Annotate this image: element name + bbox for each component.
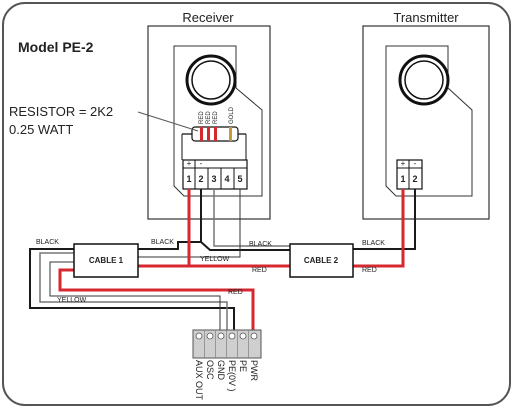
resistor-band-label-3: RED bbox=[213, 111, 219, 124]
receiver-sign-minus: - bbox=[200, 159, 203, 168]
transmitter-label: Transmitter bbox=[393, 10, 459, 25]
resistor-band-2 bbox=[207, 127, 210, 141]
resistor-band-label-4: GOLD bbox=[229, 106, 235, 124]
transmitter-unit bbox=[362, 25, 490, 220]
receiver-sign-plus: + bbox=[187, 159, 192, 168]
resistor-band-1 bbox=[200, 127, 203, 141]
receiver-terminal-1: 1 bbox=[186, 174, 191, 184]
resistor-band-4 bbox=[229, 127, 232, 141]
resistor-band-label-1: RED bbox=[199, 111, 205, 124]
wire-label-red-mid: RED bbox=[252, 267, 267, 274]
resistor-callout-line bbox=[137, 111, 199, 132]
resistor-spec-line2: 0.25 WATT bbox=[9, 122, 73, 137]
transmitter-sign-minus: - bbox=[414, 159, 417, 168]
transmitter-terminal-1: 1 bbox=[400, 174, 405, 184]
wire-label-black-left: BLACK bbox=[36, 239, 59, 246]
cable-1-label: CABLE 1 bbox=[89, 256, 124, 265]
receiver-terminal-2: 2 bbox=[198, 174, 203, 184]
model-label: Model PE-2 bbox=[18, 39, 94, 55]
resistor-band-label-2: RED bbox=[206, 111, 212, 124]
wire-label-black-mid: BLACK bbox=[249, 241, 272, 248]
receiver-unit bbox=[147, 25, 271, 220]
panel-label-gnd: GND bbox=[216, 360, 226, 381]
cable-1: CABLE 1 bbox=[73, 243, 139, 278]
gray-wires bbox=[39, 189, 290, 330]
receiver-terminal-3: 3 bbox=[211, 174, 216, 184]
wire-label-yellow-mid: YELLOW bbox=[200, 256, 230, 263]
wire-label-black-right: BLACK bbox=[362, 240, 385, 247]
cable-2-label: CABLE 2 bbox=[304, 256, 339, 265]
receiver-terminal-5: 5 bbox=[237, 174, 242, 184]
panel-label-pe: PE bbox=[238, 360, 248, 372]
resistor-spec-line1: RESISTOR = 2K2 bbox=[9, 104, 113, 119]
wire-label-yellow-low: YELLOW bbox=[57, 297, 87, 304]
wire-label-red-right: RED bbox=[362, 267, 377, 274]
panel-label-aux-out: AUX OUT bbox=[194, 360, 204, 401]
receiver-terminal-4: 4 bbox=[224, 174, 229, 184]
panel-label-pe0v: PE(0V ) bbox=[227, 360, 237, 392]
transmitter-sign-plus: + bbox=[401, 159, 406, 168]
yellow-wires bbox=[49, 189, 241, 330]
receiver-label: Receiver bbox=[182, 10, 234, 25]
wire-label-black-cable1: BLACK bbox=[151, 239, 174, 246]
receiver-terminal-block: + - 1 2 3 4 5 bbox=[182, 159, 248, 190]
resistor: RED RED RED GOLD bbox=[181, 106, 247, 160]
transmitter-terminal-block: + - 1 2 bbox=[396, 159, 423, 190]
black-wires bbox=[29, 189, 416, 330]
panel-label-osc: OSC bbox=[205, 360, 215, 380]
red-wires bbox=[58, 189, 405, 330]
transmitter-terminal-2: 2 bbox=[412, 174, 417, 184]
wire-label-red-low: RED bbox=[228, 289, 243, 296]
panel-label-pwr: PWR bbox=[249, 360, 259, 381]
cable-2: CABLE 2 bbox=[289, 243, 354, 278]
resistor-band-3 bbox=[214, 127, 217, 141]
panel-terminal-block bbox=[192, 329, 262, 359]
